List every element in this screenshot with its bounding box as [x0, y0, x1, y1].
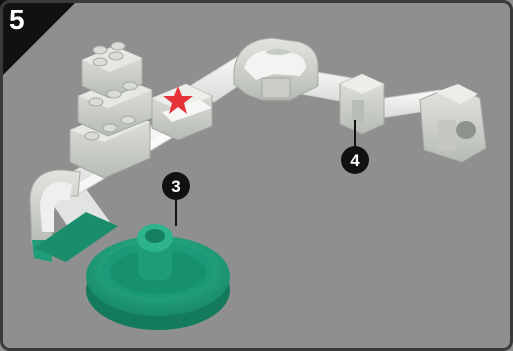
callout-4-label: 4 [347, 152, 363, 169]
step-number: 5 [9, 6, 25, 34]
tower-piece [420, 84, 486, 162]
start-block [152, 84, 212, 140]
curve-piece-top [234, 38, 318, 100]
green-base [34, 212, 230, 330]
post-piece [340, 74, 384, 134]
brick-pillar [70, 42, 152, 178]
callout-3-label: 3 [168, 178, 184, 195]
